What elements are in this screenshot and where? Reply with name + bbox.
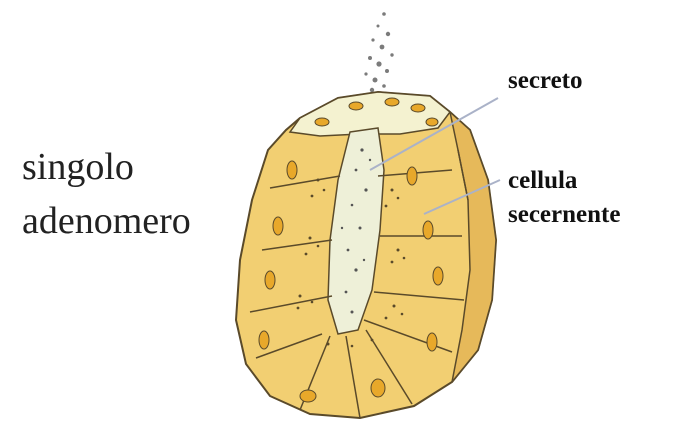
title-line-2: adenomero	[22, 194, 191, 248]
label-cellula-secernente: cellula secernente	[508, 164, 620, 232]
secretion-droplets	[364, 12, 393, 92]
title-line-1: singolo	[22, 140, 191, 194]
label-cellula-line-2: secernente	[508, 198, 620, 232]
label-cellula-line-1: cellula	[508, 164, 620, 198]
diagram-title: singolo adenomero	[22, 140, 191, 248]
label-secreto: secreto	[508, 64, 583, 98]
